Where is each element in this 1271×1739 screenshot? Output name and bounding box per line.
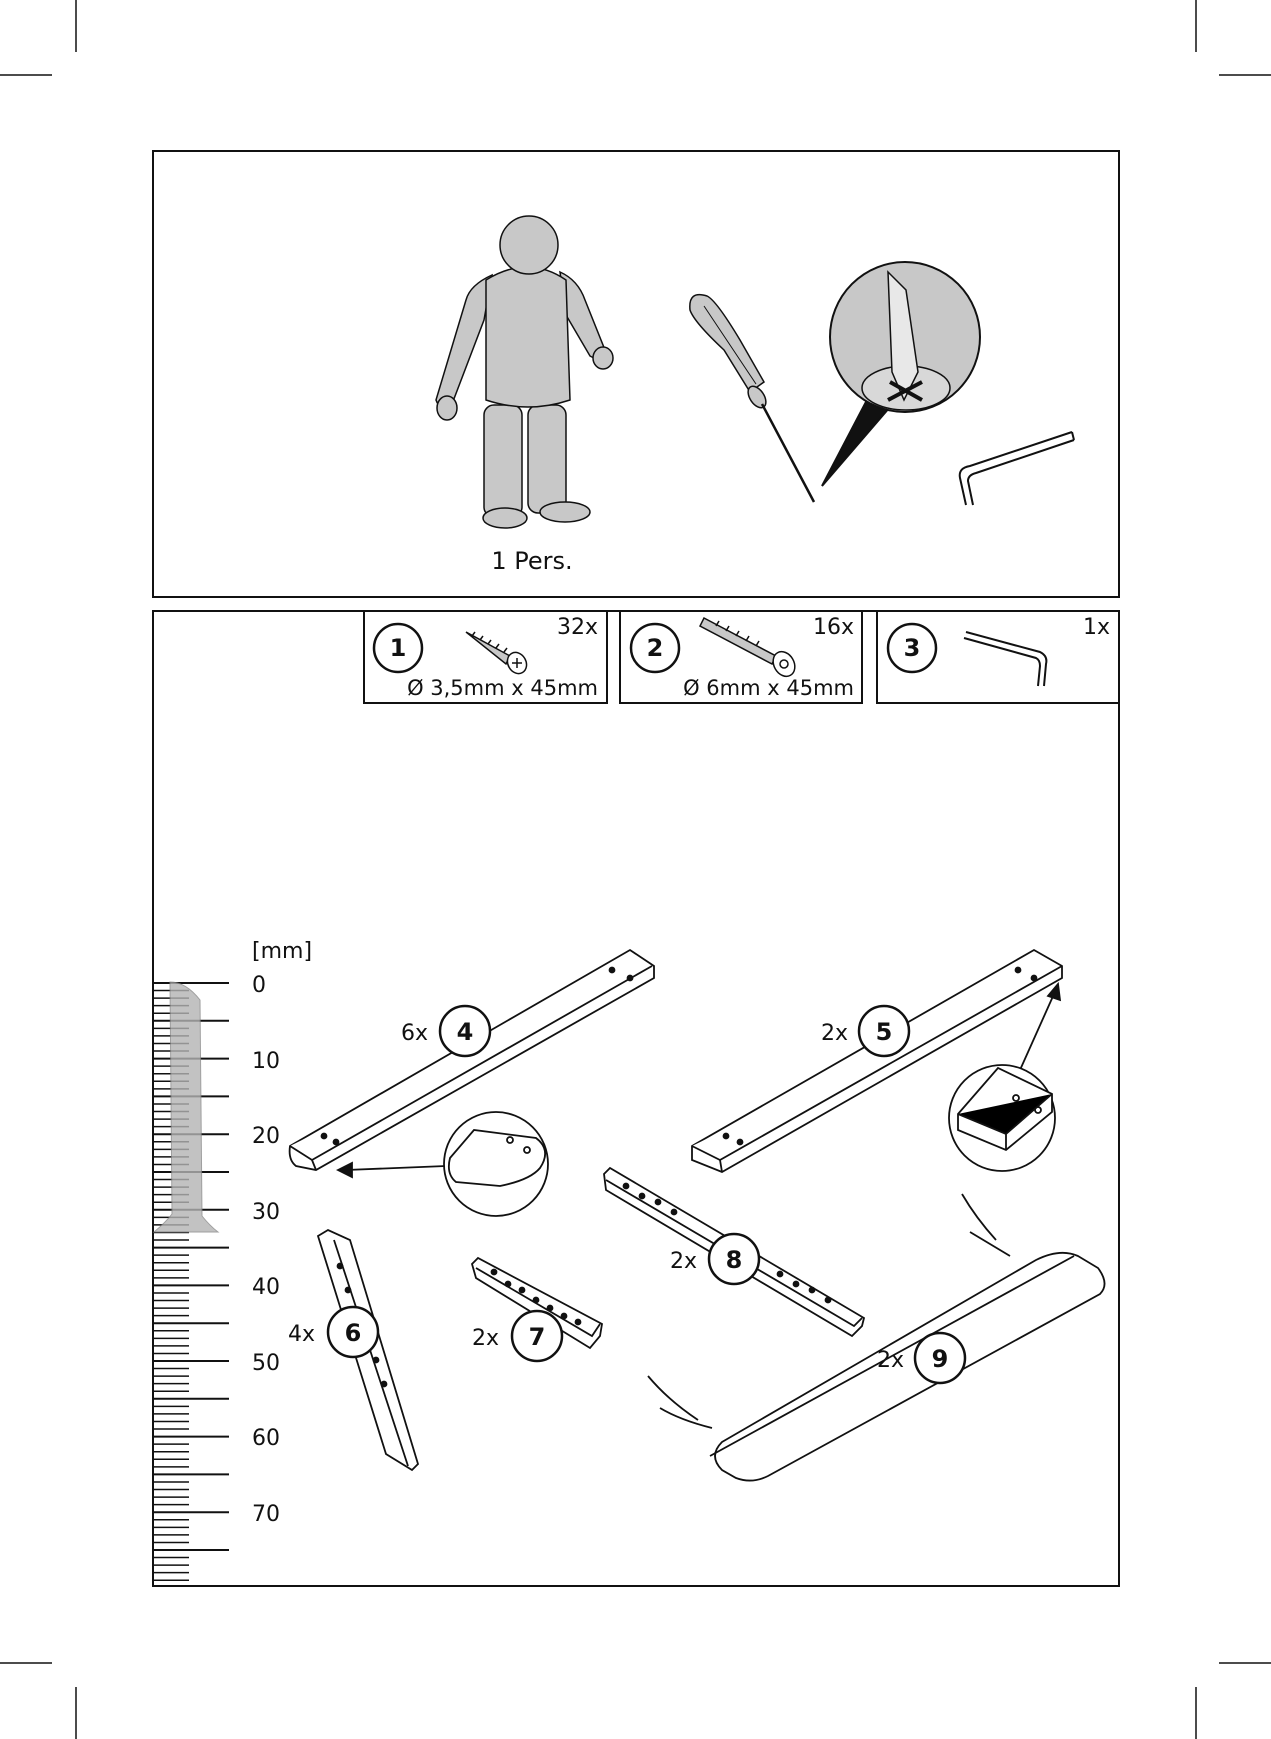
hardware-qty-3: 1x	[1083, 615, 1110, 640]
part-8-qty: 2x	[670, 1249, 697, 1274]
ruler-tick-label-20: 20	[252, 1124, 280, 1149]
allen-key-icon	[960, 432, 1074, 505]
hardware-number-1: 1	[390, 634, 407, 662]
ruler-tick-label-70: 70	[252, 1502, 280, 1527]
ruler-tick-label-30: 30	[252, 1200, 280, 1225]
ruler-tick-label-50: 50	[252, 1351, 280, 1376]
part-8-number: 8	[726, 1246, 743, 1274]
ruler-unit-label: [mm]	[252, 939, 312, 964]
part-7-callout: 2x 7	[472, 1311, 562, 1361]
ruler-tick-label-10: 10	[252, 1049, 280, 1074]
hardware-item-2: 2 16x Ø 6mm x 45mm	[620, 611, 862, 703]
hardware-spec-2: Ø 6mm x 45mm	[683, 676, 854, 700]
part-5-qty: 2x	[821, 1021, 848, 1046]
part-6-number: 6	[345, 1319, 362, 1347]
hardware-item-3: 3 1x	[877, 611, 1119, 703]
part-7-qty: 2x	[472, 1326, 499, 1351]
tools-panel	[153, 151, 1119, 597]
person-icon	[436, 216, 613, 528]
ruler-tick-label-40: 40	[252, 1275, 280, 1300]
hardware-number-2: 2	[647, 634, 664, 662]
part-9-qty: 2x	[877, 1348, 904, 1373]
mm-ruler: [mm] 0 10 20 30 40 50 60 70	[153, 939, 312, 1580]
hardware-number-3: 3	[904, 634, 921, 662]
part-6-callout: 4x 6	[288, 1307, 378, 1357]
ruler-tick-label-60: 60	[252, 1426, 280, 1451]
hardware-qty-2: 16x	[813, 615, 854, 640]
hardware-qty-1: 32x	[557, 615, 598, 640]
screwdriver-icon	[690, 295, 814, 502]
part-5-callout: 2x 5	[821, 1006, 909, 1056]
hardware-spec-1: Ø 3,5mm x 45mm	[407, 676, 598, 700]
hardware-item-1: 1 32x Ø 3,5mm x 45mm	[364, 611, 607, 703]
person-count-label: 1 Pers.	[491, 547, 572, 575]
part-5-number: 5	[876, 1018, 893, 1046]
ruler-tick-label-0: 0	[252, 973, 266, 998]
part-7-number: 7	[529, 1323, 546, 1351]
part-4-qty: 6x	[401, 1021, 428, 1046]
part-6-qty: 4x	[288, 1322, 315, 1347]
part-9-number: 9	[932, 1345, 949, 1373]
part-4-number: 4	[457, 1018, 474, 1046]
part-4-callout: 6x 4	[401, 1006, 490, 1056]
part-8-callout: 2x 8	[670, 1234, 759, 1284]
screwdriver-tip-magnifier-icon	[822, 262, 980, 486]
